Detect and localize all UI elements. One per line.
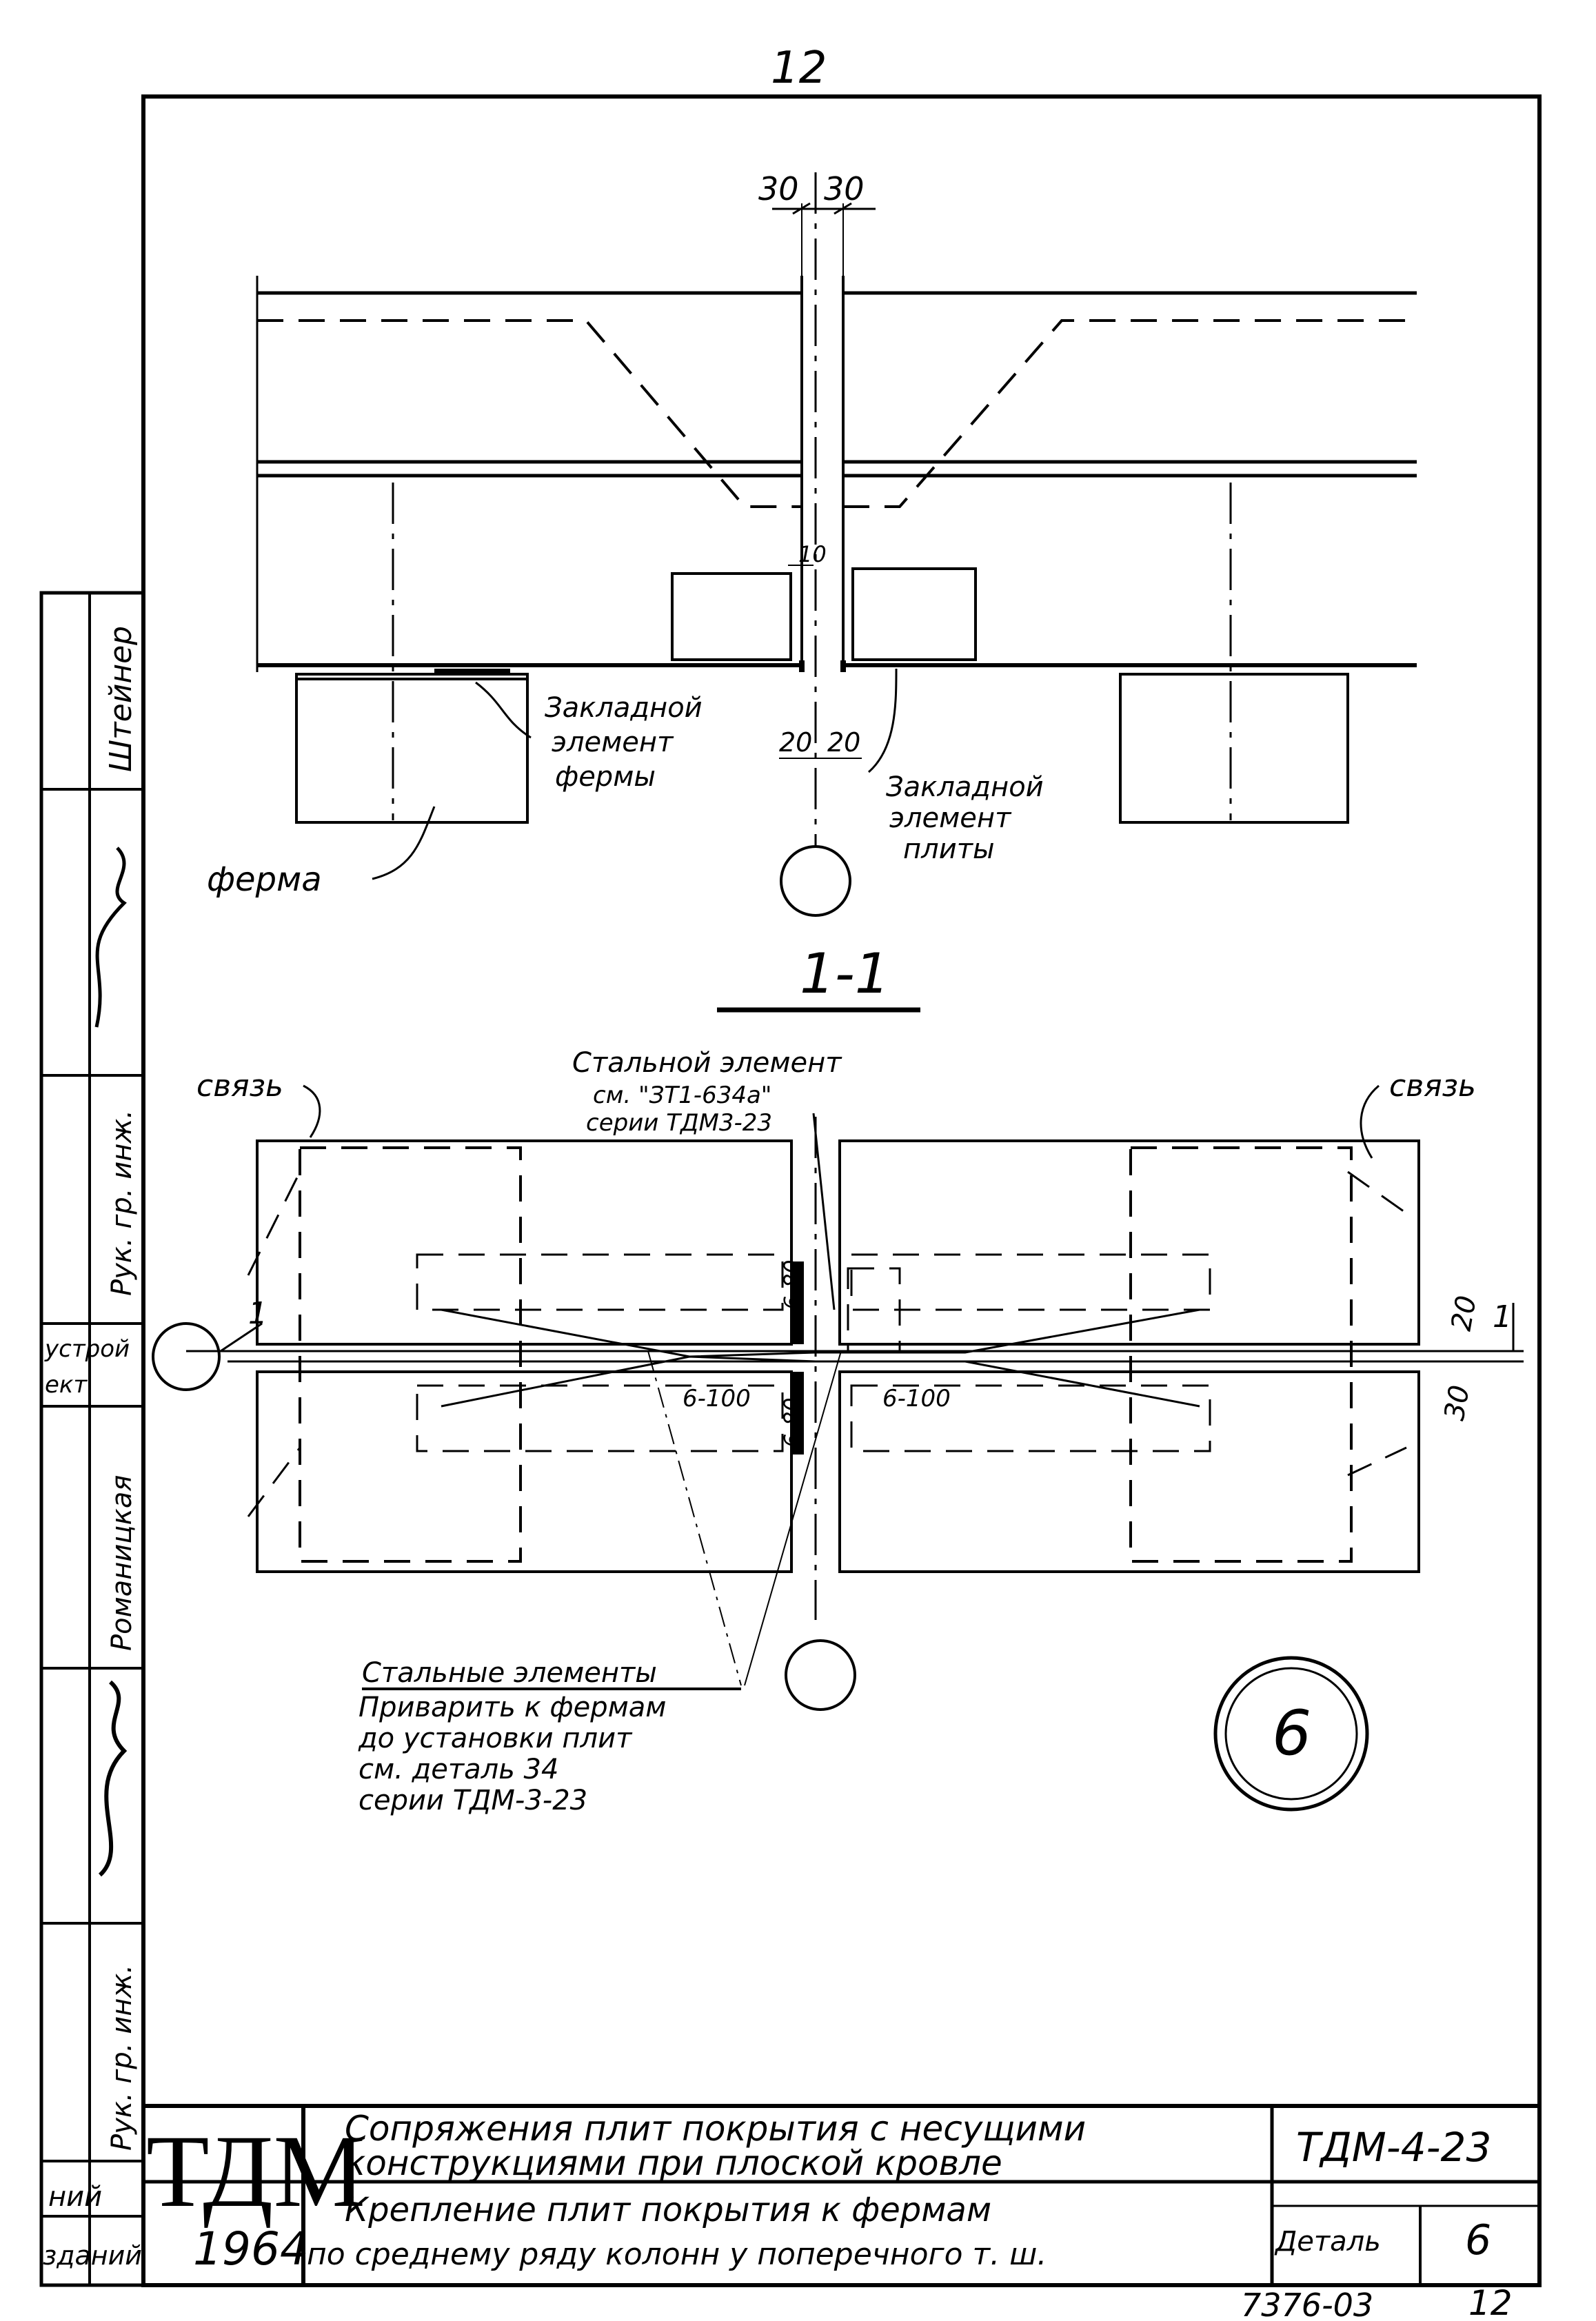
drawing-frame: [141, 94, 1542, 2287]
weld-left: 6-100: [683, 1385, 751, 1412]
title-block: ТДМ 1964 Сопряжения плит покрытия с несу…: [43, 2104, 1539, 2285]
axis-marker-left: [152, 1322, 221, 1391]
footer-code: 7376-03: [1241, 2287, 1373, 2321]
dim-right-20: 20: [1446, 1293, 1483, 1333]
weld-top: 6-80: [779, 1259, 805, 1310]
axis-marker-top: [780, 845, 851, 917]
label-steel-element-1: Стальной элемент: [572, 1047, 842, 1079]
subtitle-line1: Крепление плит покрытия к фермам: [345, 2191, 991, 2229]
stamp-ruk-gr-inzh-1: Рук. гр. инж.: [106, 1110, 138, 1296]
label-steel-element-2: см. "ЗТ1-634а": [593, 1082, 771, 1109]
label-embedded-truss-3: фермы: [555, 761, 656, 793]
label-steel-element-3: серии ТДМ3-23: [586, 1109, 772, 1137]
label-tie-right: связь: [1389, 1068, 1476, 1104]
label-embedded-slab-3: плиты: [903, 833, 995, 865]
axis-marker-bottom: [785, 1639, 856, 1711]
dim-right-30: 30: [1439, 1383, 1476, 1423]
label-steel-elements-5: серии ТДМ-3-23: [358, 1785, 587, 1816]
label-steel-elements-3: до установки плит: [358, 1723, 633, 1754]
detail-label: Деталь: [1274, 2226, 1381, 2258]
label-embedded-slab-1: Закладной: [886, 771, 1044, 803]
subtitle-line2: по среднему ряду колонн у поперечного т.…: [307, 2237, 1047, 2272]
weld-right: 6-100: [882, 1385, 951, 1412]
dim-bottom-right: 20: [827, 727, 860, 758]
label-steel-elements-1: Стальные элементы: [362, 1657, 657, 1689]
title-left-cell2: зданий: [43, 2240, 142, 2271]
label-steel-elements-2: Приварить к фермам: [358, 1692, 666, 1723]
stamp-ustroi: устрой: [44, 1335, 130, 1363]
dim-top-right: 30: [824, 170, 865, 207]
title-year: 1964: [193, 2222, 309, 2276]
dim-top-left: 30: [758, 170, 799, 207]
elevation-view: 30 30 10 20 20 Закладной элемент фермы З…: [207, 170, 1417, 917]
stamp-ekt: ект: [45, 1371, 88, 1399]
detail-marker: [1213, 1656, 1369, 1812]
label-steel-elements-4: см. деталь 34: [358, 1754, 558, 1785]
label-embedded-slab-2: элемент: [889, 802, 1012, 834]
stamp-romanitskaya: Романицкая: [106, 1475, 138, 1651]
stamp-shteiner: Штейнер: [103, 626, 139, 772]
cut-arrow-left: 1: [248, 1296, 267, 1331]
title-org: ТДМ: [146, 2114, 365, 2229]
title-left-cell1: ний: [48, 2181, 102, 2213]
label-truss: ферма: [207, 860, 322, 899]
stamp-ruk-gr-inzh-2: Рук. гр. инж.: [106, 1965, 138, 2151]
series-code: ТДМ-4-23: [1296, 2124, 1491, 2171]
title-line1: Сопряжения плит покрытия с несущими: [345, 2109, 1086, 2149]
plan-view: 1 1 20 30 6-80 6-80 6-100 6-100 связь св…: [152, 1047, 1524, 1816]
dim-gap: 10: [798, 541, 827, 567]
weld-bottom: 6-80: [779, 1397, 805, 1448]
detail-marker-number: 6: [1272, 1697, 1311, 1770]
side-stamp: Штейнер Рук. гр. инж. устрой ект Романиц…: [39, 591, 145, 2287]
footer-sheet: 12: [1468, 2283, 1513, 2321]
label-tie-left: связь: [196, 1068, 283, 1104]
section-label: 1-1: [800, 942, 890, 1006]
dim-bottom-left: 20: [779, 727, 812, 758]
label-embedded-truss-2: элемент: [552, 727, 674, 758]
title-line2: конструкциями при плоской кровле: [345, 2143, 1002, 2183]
cut-arrow-right: 1: [1493, 1299, 1512, 1335]
label-embedded-truss-1: Закладной: [545, 692, 703, 724]
detail-value: 6: [1465, 2216, 1491, 2264]
page-number: 12: [771, 43, 827, 94]
